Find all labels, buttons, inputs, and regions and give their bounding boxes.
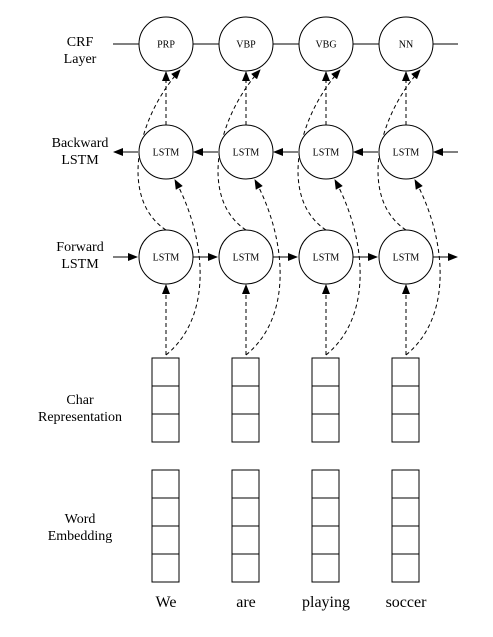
char-representation-label: Char Representation	[38, 393, 122, 425]
char-representation-vector	[231, 357, 260, 443]
char-representation-vector	[151, 357, 180, 443]
lstm-label: LSTM	[233, 148, 260, 159]
word-label: We	[155, 594, 177, 611]
backward-lstm-node: LSTM	[298, 124, 354, 180]
word-embedding-vector	[391, 469, 420, 583]
dashed-char-to-backward	[245, 179, 281, 356]
dashed-char-to-backward	[325, 179, 361, 356]
word-label: playing	[302, 594, 350, 611]
dashed-char-to-backward	[405, 179, 441, 356]
word-label: soccer	[385, 594, 427, 611]
forward-lstm-node: LSTM	[138, 229, 194, 285]
dashed-forward-to-crf	[137, 69, 181, 231]
dashed-forward-to-crf	[217, 69, 261, 231]
dashed-forward-to-crf	[297, 69, 341, 231]
forward-lstm-node: LSTM	[218, 229, 274, 285]
forward-lstm-node: LSTM	[378, 229, 434, 285]
crf-layer-label: CRF Layer	[63, 35, 97, 67]
word-embedding-vector	[231, 469, 260, 583]
backward-lstm-node: LSTM	[138, 124, 194, 180]
crf-node: PRP	[138, 16, 194, 72]
word-label: are	[236, 594, 256, 611]
crf-node: VBG	[298, 16, 354, 72]
lstm-label: LSTM	[393, 253, 420, 264]
lstm-label: LSTM	[313, 253, 340, 264]
backward-lstm-node: LSTM	[378, 124, 434, 180]
dashed-char-to-backward	[165, 179, 201, 356]
word-embedding-label: Word Embedding	[47, 512, 113, 544]
crf-tag-label: VBG	[315, 40, 336, 51]
word-embedding-vector	[151, 469, 180, 583]
lstm-label: LSTM	[233, 253, 260, 264]
lstm-label: LSTM	[313, 148, 340, 159]
crf-tag-label: NN	[399, 40, 413, 51]
crf-tag-label: PRP	[157, 40, 175, 51]
crf-tag-label: VBP	[236, 40, 256, 51]
lstm-label: LSTM	[153, 253, 180, 264]
char-representation-vector	[311, 357, 340, 443]
word-embedding-vector	[311, 469, 340, 583]
char-representation-vector	[391, 357, 420, 443]
dashed-forward-to-crf	[377, 69, 421, 231]
lstm-label: LSTM	[153, 148, 180, 159]
crf-node: NN	[378, 16, 434, 72]
forward-lstm-label: Forward LSTM	[56, 240, 104, 272]
backward-lstm-node: LSTM	[218, 124, 274, 180]
lstm-label: LSTM	[393, 148, 420, 159]
backward-lstm-label: Backward LSTM	[51, 136, 109, 168]
crf-node: VBP	[218, 16, 274, 72]
forward-lstm-node: LSTM	[298, 229, 354, 285]
